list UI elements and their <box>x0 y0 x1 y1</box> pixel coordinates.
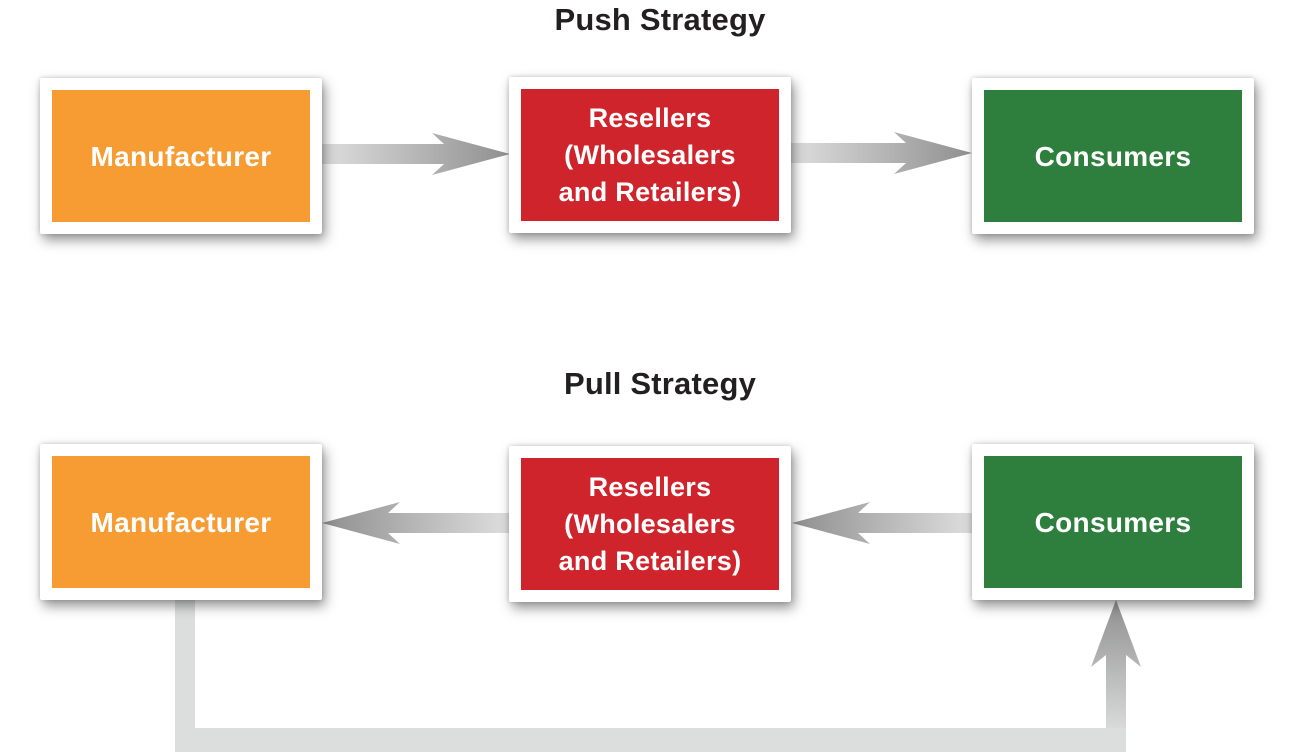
pull-consumers-box: Consumers <box>972 444 1254 600</box>
push-arrow-manufacturer-to-resellers <box>322 133 510 175</box>
pull-consumers-label: Consumers <box>1034 506 1192 538</box>
loop-bottom-segment <box>175 728 1126 752</box>
push-consumers-box: Consumers <box>972 78 1254 234</box>
loop-up-arrowhead-icon <box>1091 600 1141 667</box>
push-manufacturer-label: Manufacturer <box>90 140 272 172</box>
loop-up-segment <box>1106 650 1126 728</box>
pull-resellers-label: Resellers (Wholesalers and Retailers) <box>558 471 742 576</box>
push-arrow-resellers-to-consumers <box>791 132 972 174</box>
pull-arrow-resellers-to-manufacturer <box>322 502 509 544</box>
push-resellers-fill: Resellers (Wholesalers and Retailers) <box>521 89 779 221</box>
pull-manufacturer-label: Manufacturer <box>90 506 272 538</box>
pull-resellers-box: Resellers (Wholesalers and Retailers) <box>509 446 791 602</box>
push-resellers-box: Resellers (Wholesalers and Retailers) <box>509 77 791 233</box>
pull-resellers-fill: Resellers (Wholesalers and Retailers) <box>521 458 779 590</box>
pull-strategy-title: Pull Strategy <box>563 366 757 401</box>
push-manufacturer-fill: Manufacturer <box>52 90 310 222</box>
push-consumers-fill: Consumers <box>984 90 1242 222</box>
push-strategy-title: Push Strategy <box>554 2 766 37</box>
pull-loop-manufacturer-to-consumers <box>175 600 1141 752</box>
pull-arrow-consumers-to-resellers <box>792 502 972 544</box>
pull-manufacturer-box: Manufacturer <box>40 444 322 600</box>
pull-consumers-fill: Consumers <box>984 456 1242 588</box>
pull-manufacturer-fill: Manufacturer <box>52 456 310 588</box>
push-consumers-label: Consumers <box>1034 140 1192 172</box>
push-manufacturer-box: Manufacturer <box>40 78 322 234</box>
push-resellers-label: Resellers (Wholesalers and Retailers) <box>558 102 742 207</box>
loop-down-segment <box>175 600 195 752</box>
